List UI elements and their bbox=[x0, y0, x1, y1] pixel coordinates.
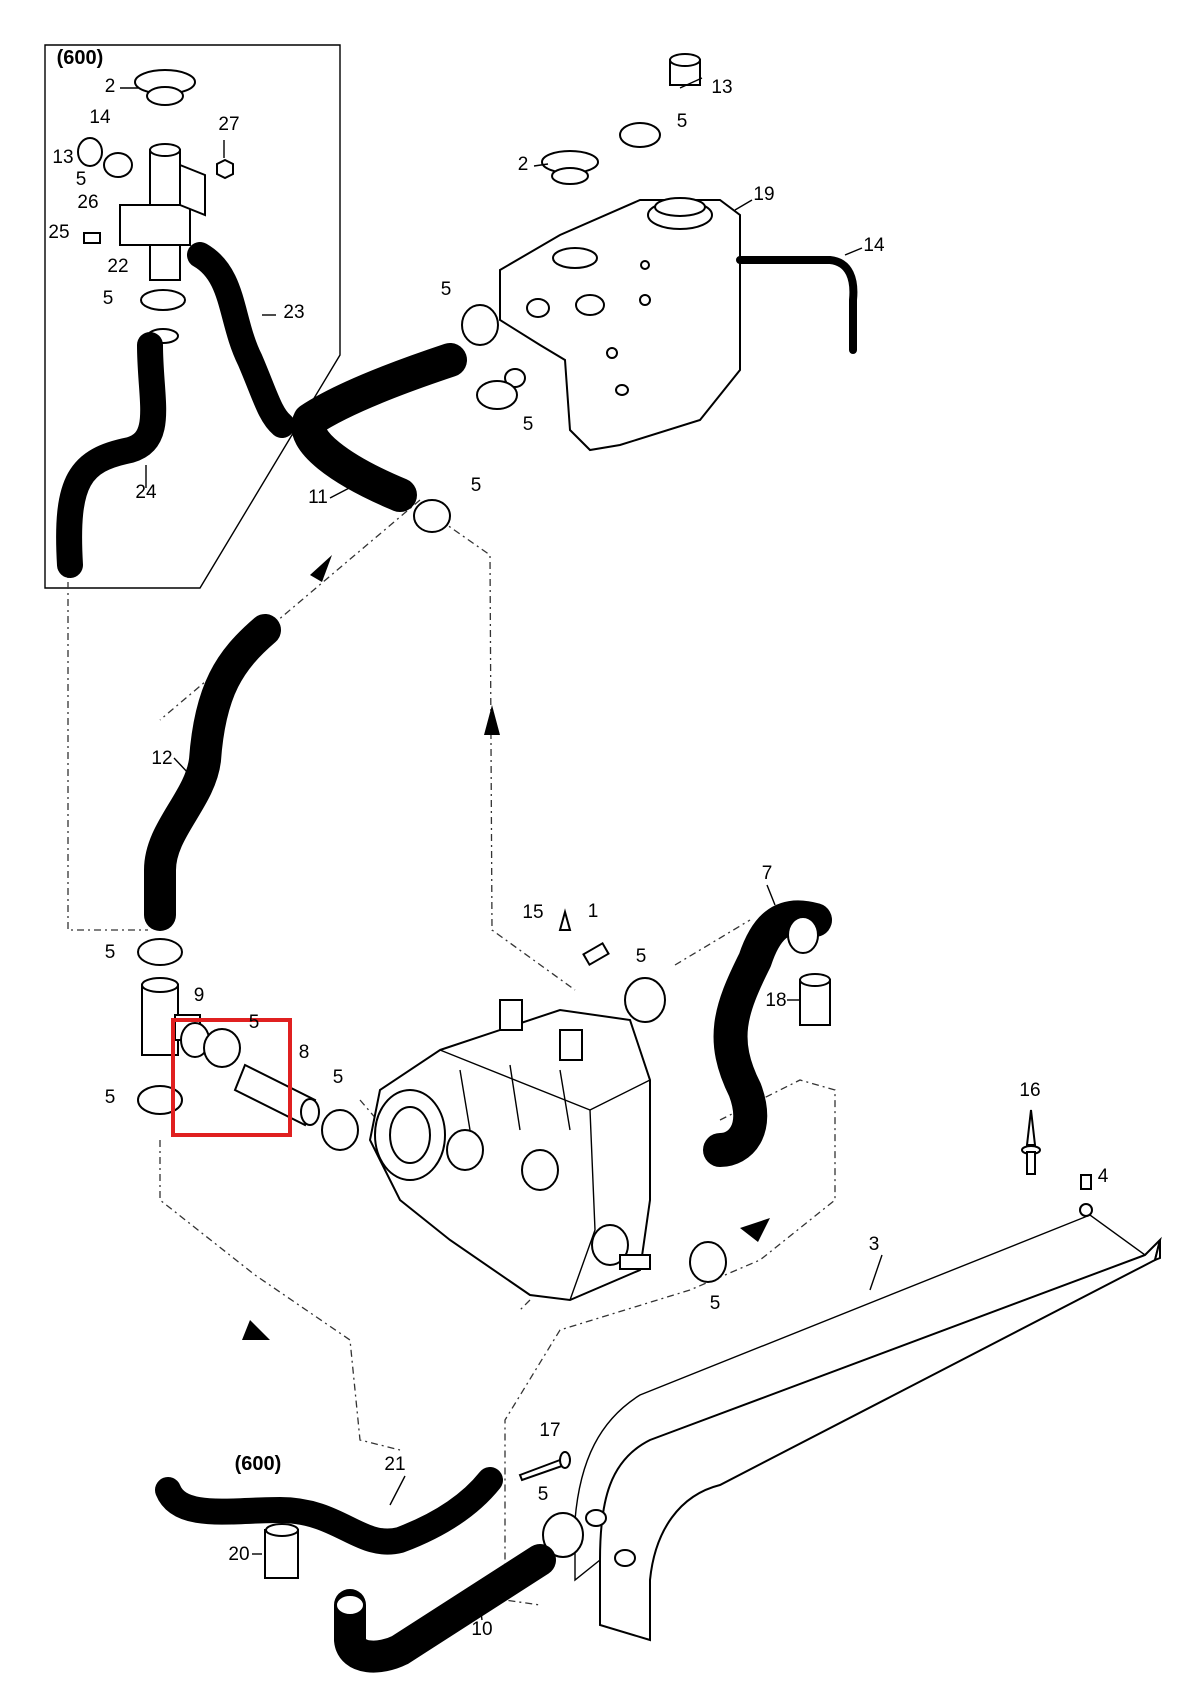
callout-c11: 11 bbox=[308, 487, 328, 508]
callout-c5f: 5 bbox=[471, 475, 482, 496]
heat-exchanger-3 bbox=[574, 1214, 1162, 1642]
hose-11 bbox=[291, 343, 467, 512]
hose-12 bbox=[144, 614, 281, 931]
callout-c5l: 5 bbox=[710, 1293, 721, 1314]
callout-c5c: 5 bbox=[677, 111, 688, 132]
callout-c19: 19 bbox=[753, 184, 774, 205]
callout-c14a: 14 bbox=[89, 107, 111, 128]
callout-c5d: 5 bbox=[441, 279, 452, 300]
callout-c14b: 14 bbox=[863, 235, 885, 256]
arrow-up bbox=[484, 705, 500, 735]
t-fitting-9 bbox=[137, 938, 210, 1115]
callout-c5b: 5 bbox=[103, 288, 114, 309]
leader-lines bbox=[120, 77, 883, 1621]
inset-frame-600 bbox=[44, 44, 341, 589]
callout-c17: 17 bbox=[539, 1420, 560, 1441]
hose-21 bbox=[155, 1467, 503, 1555]
callout-c26: 26 bbox=[77, 192, 98, 213]
rivet-16 bbox=[1021, 1109, 1041, 1175]
callout-c15: 15 bbox=[522, 902, 543, 923]
inset-parts bbox=[56, 69, 295, 578]
tank-caps bbox=[541, 53, 858, 354]
highlight-box bbox=[171, 1018, 292, 1137]
sensor-1 bbox=[558, 908, 610, 967]
callout-c13b: 13 bbox=[711, 77, 732, 98]
callout-c5e: 5 bbox=[523, 414, 534, 435]
clamp-lower bbox=[542, 1509, 636, 1567]
callout-c8: 8 bbox=[299, 1042, 310, 1063]
callout-c4: 4 bbox=[1098, 1166, 1109, 1187]
callout-c16: 16 bbox=[1019, 1080, 1040, 1101]
callout-c25: 25 bbox=[48, 222, 69, 243]
sleeve-18 bbox=[799, 973, 831, 1026]
callout-c23: 23 bbox=[283, 302, 304, 323]
callout-c22: 22 bbox=[107, 256, 128, 277]
callout-c600b: (600) bbox=[235, 1453, 282, 1475]
hose-10 bbox=[334, 1544, 556, 1673]
fastener-4 bbox=[1079, 1174, 1093, 1217]
callout-c9: 9 bbox=[194, 985, 205, 1006]
arrow-left-lower bbox=[740, 1218, 770, 1242]
hose-8 bbox=[203, 1028, 320, 1127]
clamps-upper bbox=[413, 304, 518, 533]
callout-c20: 20 bbox=[228, 1544, 249, 1565]
callout-c5g: 5 bbox=[636, 946, 647, 967]
callout-c10: 10 bbox=[471, 1619, 492, 1640]
callout-c3: 3 bbox=[869, 1234, 880, 1255]
callout-c5a: 5 bbox=[76, 169, 87, 190]
callout-c5k: 5 bbox=[105, 1087, 116, 1108]
callout-c5j: 5 bbox=[333, 1067, 344, 1088]
flow-arrows bbox=[242, 555, 770, 1340]
coolant-tank bbox=[499, 197, 741, 452]
callout-c18: 18 bbox=[765, 990, 786, 1011]
callout-c27: 27 bbox=[218, 114, 239, 135]
callout-c12: 12 bbox=[151, 748, 172, 769]
callout-c1: 1 bbox=[588, 901, 599, 922]
callout-c5i: 5 bbox=[249, 1012, 260, 1033]
clamps-engine bbox=[321, 977, 727, 1283]
callout-c5m: 5 bbox=[538, 1484, 549, 1505]
arrow-up-right bbox=[310, 555, 332, 582]
callout-c600a: (600) bbox=[57, 47, 104, 69]
callout-c7: 7 bbox=[762, 863, 773, 884]
rivet-17 bbox=[518, 1451, 571, 1482]
hose-7 bbox=[703, 900, 832, 1167]
sleeve-20 bbox=[264, 1523, 299, 1579]
callout-c2a: 2 bbox=[105, 76, 116, 97]
callout-c2b: 2 bbox=[518, 154, 529, 175]
callout-c24: 24 bbox=[135, 482, 157, 503]
callout-c5h: 5 bbox=[105, 942, 116, 963]
arrow-up-left bbox=[242, 1320, 270, 1340]
callout-c21: 21 bbox=[384, 1454, 405, 1475]
callout-c13a: 13 bbox=[52, 147, 73, 168]
engine bbox=[368, 999, 651, 1302]
